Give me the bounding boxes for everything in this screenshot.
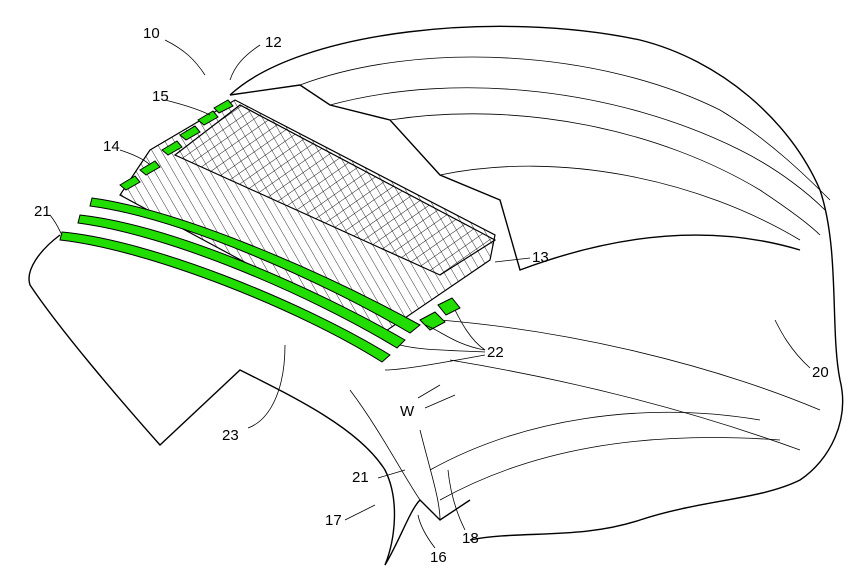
label-20: 20 xyxy=(812,364,829,381)
label-13: 13 xyxy=(532,249,549,266)
label-22: 22 xyxy=(487,344,504,361)
label-21-top: 21 xyxy=(34,203,51,220)
cord xyxy=(438,298,460,315)
label-17: 17 xyxy=(325,512,342,529)
label-18: 18 xyxy=(462,530,479,547)
label-16: 16 xyxy=(430,549,447,566)
label-23: 23 xyxy=(222,427,239,444)
label-w: W xyxy=(400,403,415,420)
label-10: 10 xyxy=(143,25,160,42)
cord xyxy=(420,312,445,330)
label-12: 12 xyxy=(265,34,282,51)
label-21-bottom: 21 xyxy=(352,469,369,486)
label-14: 14 xyxy=(103,138,120,155)
label-15: 15 xyxy=(152,88,169,105)
